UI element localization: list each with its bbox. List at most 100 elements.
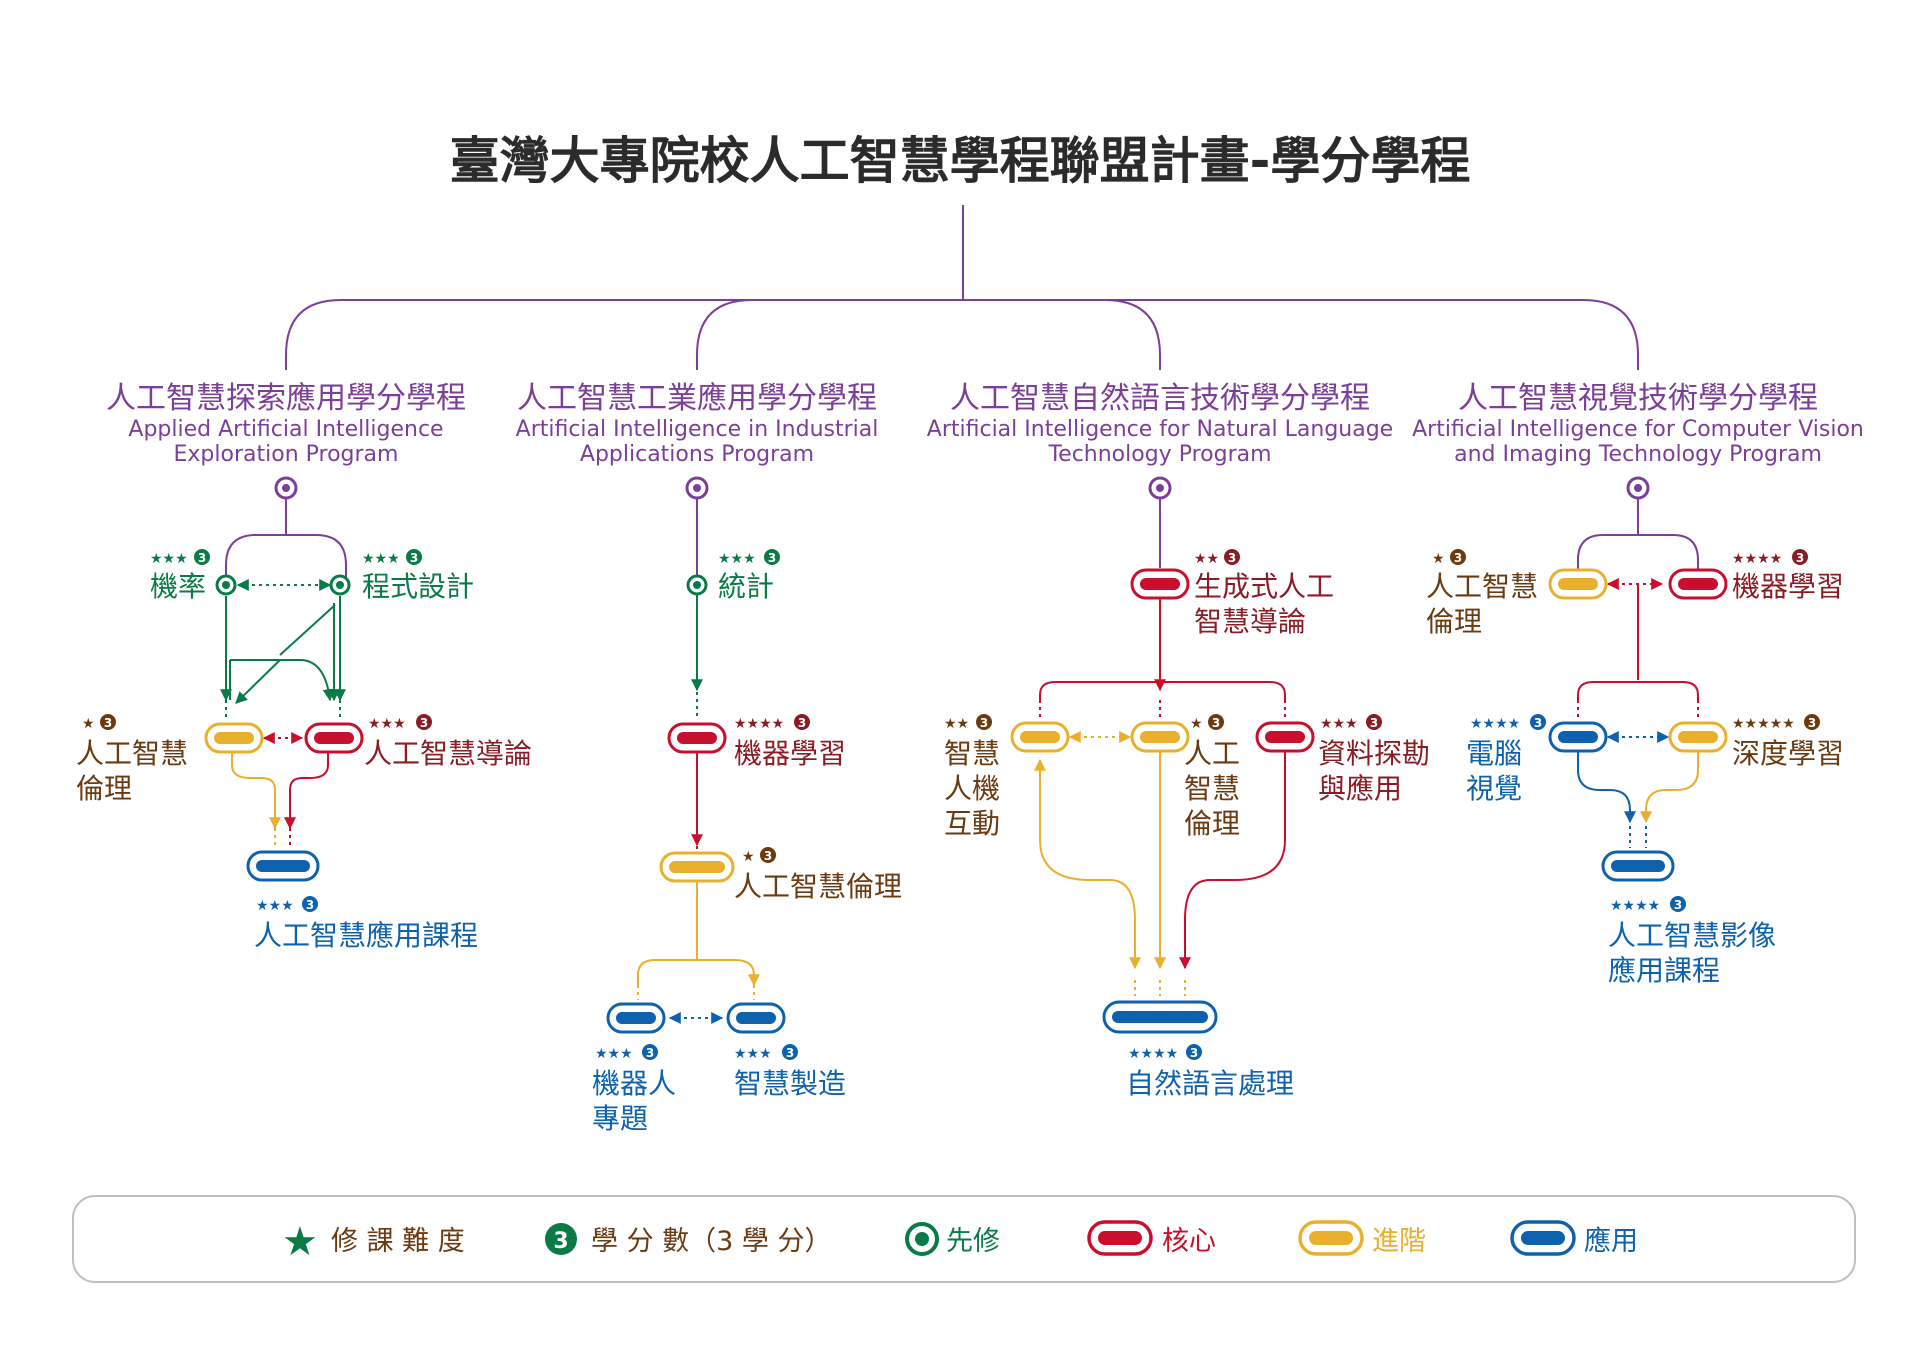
credit-number: 3: [1370, 716, 1378, 730]
course-node-ai-ethics[interactable]: ★ 3 人工智慧倫理: [659, 847, 902, 903]
course-name: 人工智慧: [76, 737, 188, 770]
course-name: 人工: [1184, 737, 1240, 770]
course-node-ai-imaging-application[interactable]: ★★★★ 3 人工智慧影像 應用課程: [1601, 850, 1776, 987]
course-node-machine-learning[interactable]: ★★★★ 3 機器學習: [667, 714, 846, 770]
credit-number: 3: [410, 551, 418, 565]
credit-badge-icon: [760, 847, 776, 863]
course-stars: ★★★: [256, 898, 294, 914]
course-stars: ★★★: [362, 551, 400, 567]
credit-badge-icon: [406, 549, 422, 565]
course-name: 深度學習: [1732, 737, 1844, 770]
course-name: 應用課程: [1608, 954, 1720, 987]
credit-badge-icon: [1186, 1044, 1202, 1060]
credit-number: 3: [1674, 898, 1682, 912]
course-stars: ★: [82, 716, 95, 732]
course-name: 自然語言處理: [1126, 1067, 1294, 1100]
credit-badge-icon: [976, 714, 992, 730]
credit-number: 3: [646, 1046, 654, 1060]
course-name: 與應用: [1318, 772, 1402, 805]
program-title-en: Applications Program: [580, 442, 814, 467]
credit-badge-icon: [782, 1044, 798, 1060]
program-4-connectors: [1577, 498, 1699, 848]
credit-badge-icon: [642, 1044, 658, 1060]
credit-badge-icon: [1804, 714, 1820, 730]
course-stars: ★★★: [150, 551, 188, 567]
course-stars: ★★: [944, 716, 969, 732]
course-stars: ★★★: [595, 1046, 633, 1062]
course-name: 機率: [150, 570, 206, 603]
program-tree-connectors: [285, 205, 1639, 370]
course-stars: ★★★★: [1732, 551, 1782, 567]
program-header-2: 人工智慧工業應用學分學程 Artificial Intelligence in …: [516, 381, 879, 467]
course-node-ai-intro[interactable]: ★★★ 3 人工智慧導論: [304, 714, 532, 770]
credit-badge-icon: [1792, 549, 1808, 565]
course-node-smart-manufacturing[interactable]: ★★★ 3 智慧製造: [726, 1002, 846, 1100]
credit-number: 3: [420, 716, 428, 730]
course-node-robotics-project[interactable]: ★★★ 3 機器人 專題: [592, 1002, 676, 1135]
course-node-programming[interactable]: ★★★ 3 程式設計: [329, 549, 474, 603]
credit-number: 3: [104, 716, 112, 730]
course-node-intelligent-hci[interactable]: ★★ 3 智慧 人機 互動: [944, 714, 1070, 840]
program-title-en: Applied Artificial Intelligence: [128, 417, 443, 442]
course-name: 倫理: [76, 772, 132, 805]
program-title-en: Artificial Intelligence for Computer Vis…: [1412, 417, 1864, 442]
course-node-data-mining[interactable]: ★★★ 3 資料探勘 與應用: [1255, 714, 1430, 805]
legend-prereq: 先修: [905, 1222, 1000, 1257]
course-stars: ★★★★: [734, 716, 784, 732]
program-node-dots: [282, 484, 1642, 492]
credit-badge-icon: [416, 714, 432, 730]
course-name: 人工智慧應用課程: [254, 919, 478, 952]
credit-number: 3: [1796, 551, 1804, 565]
course-node-ai-ethics[interactable]: ★ 3 人工 智慧 倫理: [1130, 714, 1240, 840]
credit-badge-icon: [794, 714, 810, 730]
course-node-statistics[interactable]: ★★★ 3 統計: [686, 549, 780, 603]
course-name: 機器學習: [734, 737, 846, 770]
star-icon: ★: [282, 1219, 318, 1265]
legend-application: 應用: [1510, 1220, 1638, 1257]
legend-advanced: 進階: [1298, 1220, 1426, 1257]
credit-badge-icon: [1450, 549, 1466, 565]
legend-label: 學 分 數（3 學 分）: [591, 1226, 832, 1257]
course-node-nlp[interactable]: ★★★★ 3 自然語言處理: [1102, 1000, 1294, 1100]
course-stars: ★★★: [1320, 716, 1358, 732]
credit-badge-icon: [1366, 714, 1382, 730]
course-node-deep-learning[interactable]: ★★★★★ 3 深度學習: [1668, 714, 1844, 770]
credit-number: 3: [786, 1046, 794, 1060]
program-header-1: 人工智慧探索應用學分學程 Applied Artificial Intellig…: [106, 381, 466, 467]
course-node-ai-ethics[interactable]: ★ 3 人工智慧 倫理: [1426, 549, 1608, 638]
course-name: 倫理: [1426, 605, 1482, 638]
course-name: 資料探勘: [1318, 737, 1430, 770]
course-node-machine-learning[interactable]: ★★★★ 3 機器學習: [1668, 549, 1844, 603]
course-node-ai-ethics[interactable]: ★ 3 人工智慧 倫理: [76, 714, 264, 805]
legend-difficulty: ★ 修 課 難 度: [282, 1219, 465, 1265]
credit-badge-icon: [1670, 896, 1686, 912]
credit-badge-icon: [302, 896, 318, 912]
course-name: 統計: [718, 570, 774, 603]
course-stars: ★★★★: [1128, 1046, 1178, 1062]
course-stars: ★: [1190, 716, 1203, 732]
legend-label: 先修: [946, 1226, 1000, 1257]
course-name: 智慧製造: [734, 1067, 846, 1100]
legend-box: [72, 1195, 1856, 1283]
credit-number: 3: [1808, 716, 1816, 730]
program-3-connectors: [1034, 498, 1286, 996]
legend-label: 進階: [1372, 1226, 1426, 1257]
credit-number: 3: [764, 849, 772, 863]
credit-number: 3: [1190, 1046, 1198, 1060]
course-node-computer-vision[interactable]: ★★★★ 3 電腦 視覺: [1466, 714, 1608, 805]
course-node-probability[interactable]: ★★★ 3 機率: [150, 549, 237, 603]
course-name: 人工智慧影像: [1608, 919, 1776, 952]
credit-number: 3: [768, 551, 776, 565]
program-title-en: Artificial Intelligence in Industrial: [516, 417, 879, 442]
course-name: 智慧導論: [1194, 605, 1306, 638]
legend-credits: 3 學 分 數（3 學 分）: [545, 1223, 832, 1257]
course-node-generative-ai-intro[interactable]: ★★ 3 生成式人工 智慧導論: [1130, 549, 1334, 638]
course-name: 專題: [592, 1102, 648, 1135]
course-name: 電腦: [1466, 737, 1522, 770]
program-title-zh: 人工智慧探索應用學分學程: [106, 381, 466, 416]
course-node-ai-application[interactable]: ★★★ 3 人工智慧應用課程: [246, 850, 478, 952]
program-title-zh: 人工智慧視覺技術學分學程: [1458, 381, 1818, 416]
credit-badge-icon: [1208, 714, 1224, 730]
credit-badge-icon: [545, 1223, 577, 1255]
course-name: 人工智慧倫理: [734, 870, 902, 903]
